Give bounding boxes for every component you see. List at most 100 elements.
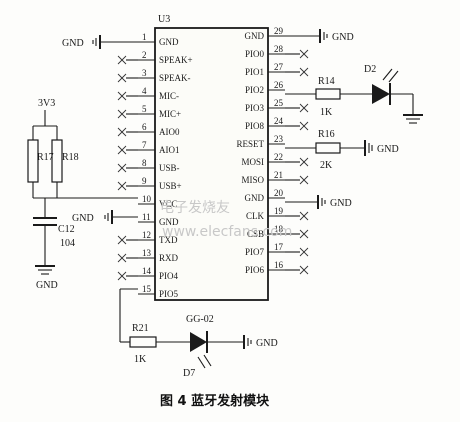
right-pin-number: 26 xyxy=(274,80,284,90)
left-pin-number: 8 xyxy=(142,158,147,168)
left-pin-number: 6 xyxy=(142,122,147,132)
left-pin-number: 11 xyxy=(142,212,151,222)
right-pin-number: 17 xyxy=(274,242,284,252)
right-pin-name: MISO xyxy=(241,175,264,185)
led-d2-circuit: R14 1K D2 xyxy=(285,64,423,124)
nc-mark xyxy=(117,145,127,155)
left-pin-number: 13 xyxy=(142,248,152,258)
right-pin-name: GND xyxy=(245,31,265,41)
right-pin-name: PIO1 xyxy=(245,67,264,77)
nc-mark xyxy=(117,73,127,83)
nc-mark xyxy=(299,121,309,131)
gnd-label-1: GND xyxy=(62,38,84,49)
left-pin-name: MIC- xyxy=(159,91,179,101)
right-pin-number: 16 xyxy=(274,260,284,270)
right-pin-number: 28 xyxy=(274,44,284,54)
nc-mark xyxy=(117,271,127,281)
gnd-label-6: GND xyxy=(72,213,94,224)
r18-label: R18 xyxy=(62,152,79,163)
left-pin-number: 1 xyxy=(142,32,147,42)
d7-label: D7 xyxy=(183,368,195,379)
left-pin-name: USB+ xyxy=(159,181,182,191)
nc-mark xyxy=(299,211,309,221)
left-pin-name: AIO1 xyxy=(159,145,180,155)
left-pin-number: 4 xyxy=(142,86,147,96)
left-pin-name: SPEAK+ xyxy=(159,55,193,65)
nc-mark xyxy=(299,229,309,239)
right-pin-number: 21 xyxy=(274,170,283,180)
resistor-r21 xyxy=(129,336,157,348)
left-pin-number: 5 xyxy=(142,104,147,114)
v33-label: 3V3 xyxy=(38,98,55,109)
gnd-label-7: GND xyxy=(256,338,278,349)
gnd-symbol-pin29: GND xyxy=(285,29,354,43)
gnd-label-2: GND xyxy=(332,32,354,43)
d2-label: D2 xyxy=(364,64,376,75)
left-pin-name: SPEAK- xyxy=(159,73,191,83)
nc-mark xyxy=(117,163,127,173)
chip-body xyxy=(154,27,269,301)
left-pin-number: 15 xyxy=(142,284,152,294)
watermark-url: www.elecfans.com xyxy=(162,224,292,240)
right-pin-number: 24 xyxy=(274,116,284,126)
nc-mark xyxy=(299,175,309,185)
left-pin-name: MIC+ xyxy=(159,109,181,119)
r16-label: R16 xyxy=(318,129,335,140)
gnd-symbol-pin20: GND xyxy=(285,195,352,209)
right-pin-name: RESET xyxy=(236,139,264,149)
left-pin-name: GND xyxy=(159,37,179,47)
right-pin-name: PIO8 xyxy=(245,121,265,131)
left-pin-name: GND xyxy=(159,217,179,227)
right-pin-name: CLK xyxy=(246,211,265,221)
gnd-label-3: GND xyxy=(377,144,399,155)
c12-value: 104 xyxy=(60,238,75,249)
left-pin-number: 9 xyxy=(142,176,147,186)
gnd-symbol-pin1: GND xyxy=(62,35,138,49)
nc-mark xyxy=(117,127,127,137)
r16-value: 2K xyxy=(320,160,333,171)
nc-mark xyxy=(299,49,309,59)
left-pin-name: AIO0 xyxy=(159,127,180,137)
right-pin-number: 27 xyxy=(274,62,284,72)
nc-mark xyxy=(299,103,309,113)
left-pin-name: VCC xyxy=(159,199,178,209)
resistor-r16 xyxy=(315,142,341,154)
r21-label: R21 xyxy=(132,323,149,334)
nc-mark xyxy=(117,55,127,65)
gnd-label-5: GND xyxy=(36,280,58,291)
power-supply-circuit: 3V3 R17 R18 C12 104 GND xyxy=(27,98,138,291)
left-pin-number: 14 xyxy=(142,266,152,276)
diode-d2 xyxy=(372,84,390,104)
gnd-label-4: GND xyxy=(330,198,352,209)
nc-mark xyxy=(117,91,127,101)
right-pin-number: 19 xyxy=(274,206,284,216)
left-pin-name: RXD xyxy=(159,253,179,263)
r14-value: 1K xyxy=(320,107,333,118)
right-pin-name: PIO3 xyxy=(245,103,265,113)
right-pin-number: 18 xyxy=(274,224,284,234)
left-pin-number: 10 xyxy=(142,194,152,204)
nc-mark xyxy=(117,235,127,245)
right-pin-name: CSB xyxy=(247,229,264,239)
right-pin-name: PIO0 xyxy=(245,49,265,59)
nc-mark xyxy=(117,181,127,191)
left-pin-name: USB- xyxy=(159,163,180,173)
left-pin-name: TXD xyxy=(159,235,178,245)
r21-value: 1K xyxy=(134,354,147,365)
chip-ref: U3 xyxy=(158,14,170,25)
gnd-symbol-pin11: GND xyxy=(72,210,138,224)
c12-label: C12 xyxy=(58,224,75,235)
right-pin-number: 20 xyxy=(274,188,284,198)
r17-label: R17 xyxy=(37,152,54,163)
left-pin-name: PIO5 xyxy=(159,289,179,299)
right-pin-name: PIO6 xyxy=(245,265,265,275)
right-pin-group: 29GND28PIO027PIO126PIO225PIO324PIO823RES… xyxy=(236,26,309,275)
left-pin-number: 3 xyxy=(142,68,147,78)
diode-d7 xyxy=(190,332,207,352)
nc-mark xyxy=(299,247,309,257)
right-pin-number: 29 xyxy=(274,26,284,36)
nc-mark xyxy=(299,265,309,275)
reset-r16-circuit: R16 2K GND xyxy=(285,129,399,171)
nc-mark xyxy=(117,253,127,263)
